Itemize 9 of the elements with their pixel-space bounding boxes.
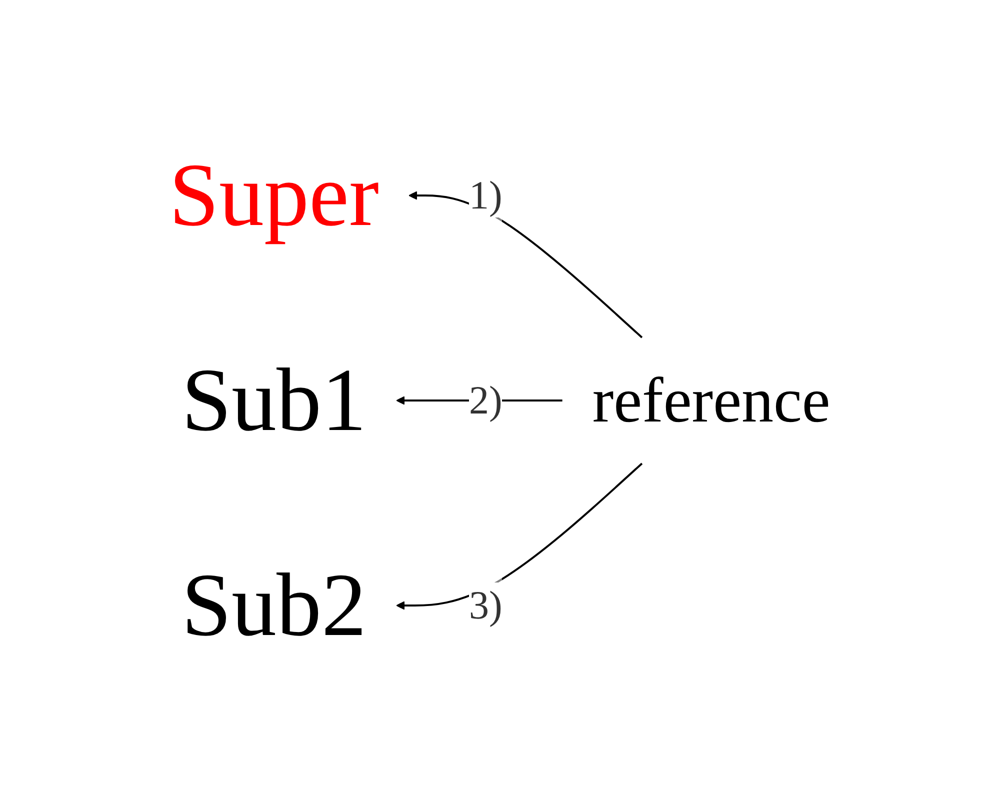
arrow	[408, 190, 643, 338]
node-text: Super	[169, 146, 380, 244]
node-text: reference	[592, 364, 831, 435]
arrow	[396, 462, 643, 610]
edge-label: 2)	[469, 377, 503, 422]
node-text: Sub2	[182, 556, 367, 654]
edge-label: 3)	[469, 582, 503, 627]
edge-label: 1)	[469, 172, 503, 217]
node-text: Sub1	[182, 350, 367, 450]
